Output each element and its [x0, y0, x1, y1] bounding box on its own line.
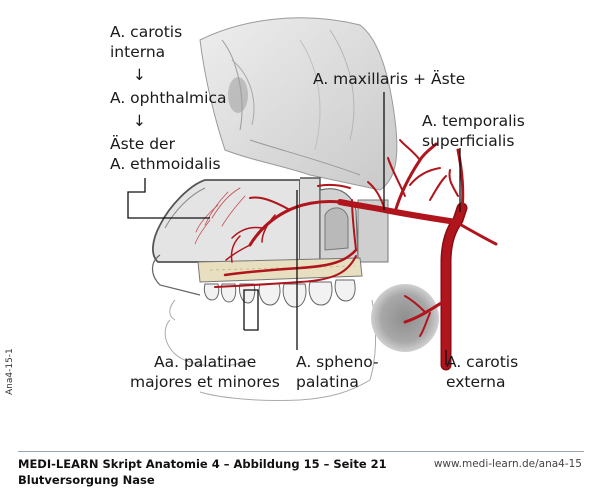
label-ophthalmica: A. ophthalmica [110, 89, 226, 107]
label-sphenopalatina: A. spheno- [296, 353, 379, 371]
arterial-system [194, 139, 498, 371]
label-carotis-interna: A. carotis [110, 23, 182, 41]
sphenopalatina-vessel [248, 200, 342, 247]
skull-bone-background [199, 17, 398, 191]
footer-caption: Blutversorgung Nase [18, 473, 155, 487]
footer-url[interactable]: www.medi-learn.de/ana4-15 [433, 458, 582, 470]
label-palatinae-2: majores et minores [130, 373, 280, 391]
labels: A. carotis interna ↓ A. ophthalmica ↓ Äs… [5, 23, 525, 395]
label-carotis-externa-2: externa [446, 373, 505, 391]
temporalis-superficialis-vessel [456, 148, 465, 212]
label-temporalis-2: superficialis [422, 132, 514, 150]
label-sphenopalatina-2: palatina [296, 373, 359, 391]
footer-divider [18, 451, 584, 452]
label-maxillaris: A. maxillaris + Äste [313, 69, 465, 88]
label-temporalis: A. temporalis [422, 112, 525, 130]
label-palatinae: Aa. palatinae [154, 353, 256, 371]
arrow-down-icon-2: ↓ [133, 112, 146, 130]
label-carotis-externa: A. carotis [446, 353, 518, 371]
leader-lines [127, 92, 461, 365]
footer-title: MEDI-LEARN Skript Anatomie 4 – Abbildung… [18, 457, 387, 471]
gland-sphere [371, 284, 439, 352]
nasal-blood-supply-diagram: A. carotis interna ↓ A. ophthalmica ↓ Äs… [5, 17, 525, 402]
label-carotis-interna-2: interna [110, 43, 165, 61]
teeth [203, 279, 356, 308]
figure-code: Ana4-15-1 [5, 348, 15, 395]
palatinae-vessel [223, 248, 358, 277]
label-ethmoidalis-2: A. ethmoidalis [110, 155, 221, 173]
label-ethmoidalis: Äste der [110, 134, 176, 153]
arrow-down-icon: ↓ [133, 66, 146, 84]
